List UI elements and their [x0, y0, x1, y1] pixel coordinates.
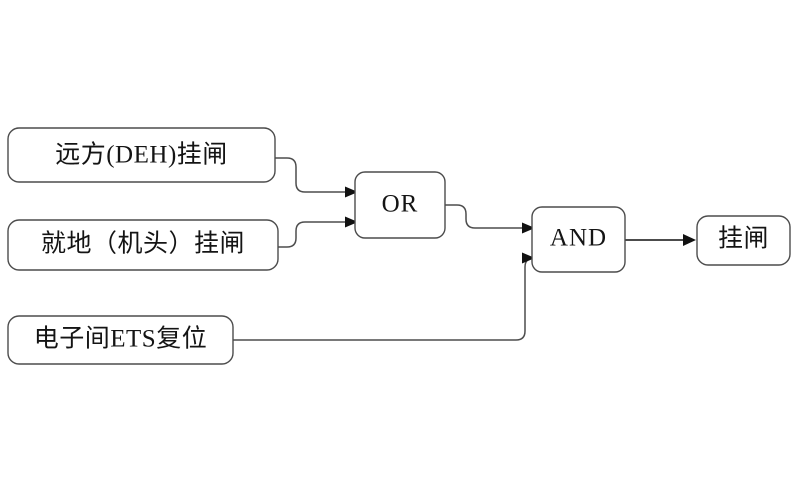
- gate-and-label: AND: [550, 225, 607, 252]
- input-node-2-label: 就地（机头）挂闸: [41, 230, 245, 258]
- input-node-2-box: [7, 219, 279, 271]
- output-node-1[interactable]: 挂闸: [696, 215, 791, 266]
- arrow-head-or-and: [522, 222, 535, 234]
- connector-in3-to-and: [233, 257, 535, 341]
- connector-in2-to-or: [278, 221, 345, 248]
- input-node-3-label: 电子间ETS复位: [34, 325, 207, 353]
- input-node-1-label: 远方(DEH)挂闸: [55, 141, 228, 169]
- gate-and-box: [531, 206, 626, 273]
- output-node-1-label: 挂闸: [718, 225, 769, 253]
- arrow-head-in3-and: [522, 252, 535, 264]
- input-node-1[interactable]: 远方(DEH)挂闸: [7, 127, 276, 183]
- connector-in1-to-or: [275, 157, 345, 193]
- gate-or-label: OR: [382, 191, 419, 218]
- input-node-3-box: [7, 315, 234, 365]
- input-node-3[interactable]: 电子间ETS复位: [7, 315, 234, 365]
- output-node-1-box: [696, 215, 791, 266]
- input-node-2[interactable]: 就地（机头）挂闸: [7, 219, 279, 271]
- input-node-1-box: [7, 127, 276, 183]
- gate-or[interactable]: OR: [354, 171, 446, 239]
- connector-or-to-and: [445, 204, 522, 229]
- arrow-head-in1-or: [345, 186, 358, 198]
- arrow-head-in2-or: [345, 216, 358, 228]
- gate-and[interactable]: AND: [531, 206, 626, 273]
- arrow-head-and-out: [683, 234, 696, 246]
- gate-or-box: [354, 171, 446, 239]
